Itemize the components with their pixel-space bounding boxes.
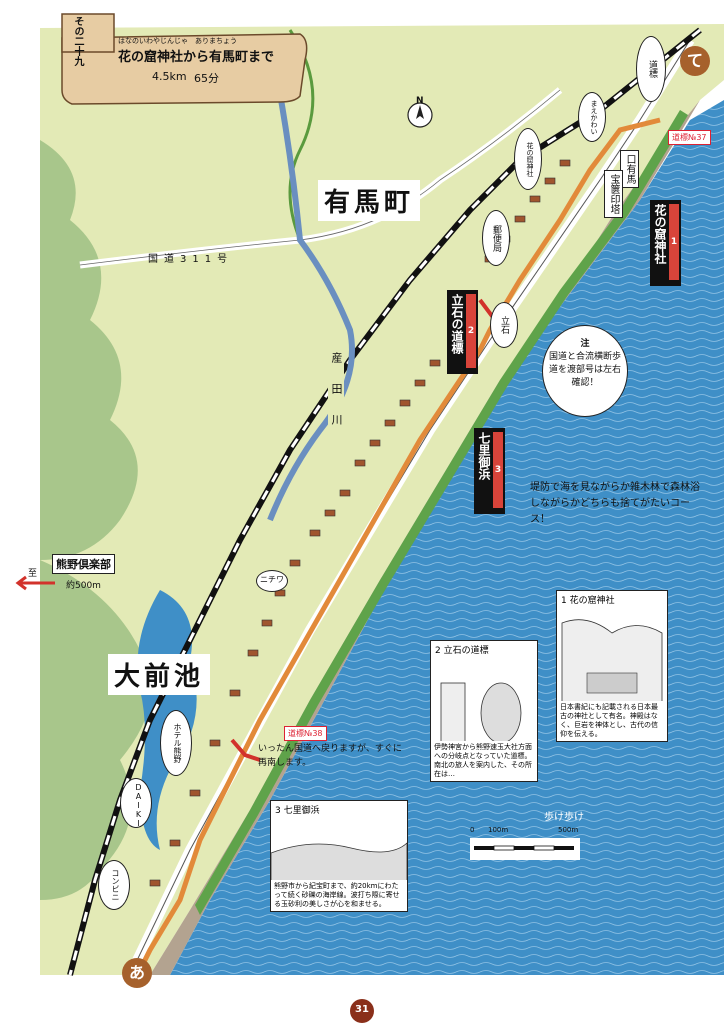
shrine-sign-bubble: ニチワ (256, 570, 288, 592)
start-marker: あ (122, 958, 152, 988)
town-arima: 有馬町 (318, 180, 421, 221)
panel-3-illustration (271, 842, 407, 883)
tateishi-bubble: 立石 (490, 302, 518, 348)
page-number: 31 (355, 1004, 369, 1015)
walk-label: 歩け歩け (544, 812, 584, 823)
end-marker: て (680, 46, 710, 76)
scale-bar (470, 838, 580, 860)
panel-1: 1 花の窟神社 日本書紀にも記載される日本最古の神社として有名。神殿はなく、巨岩… (556, 590, 668, 742)
scale-mid: 100m (488, 826, 509, 834)
post-office-bubble: 郵便局 (482, 210, 510, 266)
direction-arrow (15, 575, 55, 591)
distance: 4.5km (152, 70, 187, 83)
chapter-number: その二十九 (72, 16, 83, 66)
kumano-club-to: 至 (28, 569, 38, 579)
kuchiarima-label: 口有馬 (620, 150, 639, 188)
river-label: 産田川 (328, 352, 344, 445)
hills (40, 140, 138, 560)
convenience-bubble: コンビニ (98, 860, 130, 910)
daiki-bubble: DAIKI (120, 778, 152, 828)
kumano-club-distance: 約500m (66, 581, 101, 591)
panel-2: 2 立石の道標 伊勢神宮から熊野速玉大社方面への分岐点となっていた道標。南北の旅… (430, 640, 538, 782)
land (40, 24, 724, 975)
road-back-note: いったん国道へ戻りますが、すぐに再南します。 (258, 744, 402, 768)
panel-3: 3 七里御浜 熊野市から紀宝町まで、約20kmにわたって続く砂礫の海岸線。波打ち… (270, 800, 408, 912)
panel-2-illustration (440, 682, 522, 744)
panel-2-caption: 伊勢神宮から熊野速玉大社方面への分岐点となっていた道標。南北の旅人を案内した、そ… (431, 741, 537, 781)
walk-time: 65分 (194, 72, 219, 85)
compass (407, 102, 433, 128)
panel-1-title: 1 花の窟神社 (561, 596, 615, 606)
hokyoin-label: 宝篋印塔 (604, 170, 623, 218)
route-311-label: 国道311号 (148, 254, 234, 265)
kumano-club-label: 熊野倶楽部 (52, 554, 115, 574)
walking-route (137, 117, 661, 972)
page-number-badge (350, 999, 374, 1023)
ubuta-river (267, 39, 355, 522)
omae-kawai-bubble: まえかわい (578, 92, 606, 142)
route-detour-2 (230, 738, 261, 762)
sign-38: 道標№38 (284, 726, 327, 741)
hotel-bubble: ホテル熊野 (160, 710, 192, 776)
houses (149, 159, 571, 887)
sign-37: 道標№37 (668, 130, 711, 145)
panel-2-title: 2 立石の道標 (435, 646, 489, 656)
title-plaque (61, 33, 308, 105)
panel-1-caption: 日本書紀にも記載される日本最古の神社として有名。神殿はなく、巨岩を神体とし、古代… (557, 701, 667, 741)
town-omaeike: 大前池 (108, 654, 211, 695)
page-title: 花の窟神社から有馬町まで (118, 50, 275, 65)
scale-zero: 0 (470, 826, 475, 834)
panel-3-title: 3 七里御浜 (275, 806, 320, 816)
embankment-note: 堤防で海を見ながらか雑木林で森林浴しながらかどちらも捨てがたいコース！ (530, 482, 700, 525)
panel-1-illustration (561, 619, 663, 704)
panel-3-caption: 熊野市から紀宝町まで、約20kmにわたって続く砂礫の海岸線。波打ち際に寄せる玉砂… (271, 880, 407, 911)
michishirube-bubble: 道標 (636, 36, 666, 102)
note-bubble: 注国道と合流横断歩道を渡部号は左右確認！ (542, 325, 628, 417)
compass-north-label: N (416, 96, 424, 106)
title-ruby: はなのいわやじんじゃ ありまちょう (118, 37, 237, 45)
kumanojinja-small-bubble: 花の窟神社 (514, 128, 542, 190)
scale-max: 500m (558, 826, 579, 834)
